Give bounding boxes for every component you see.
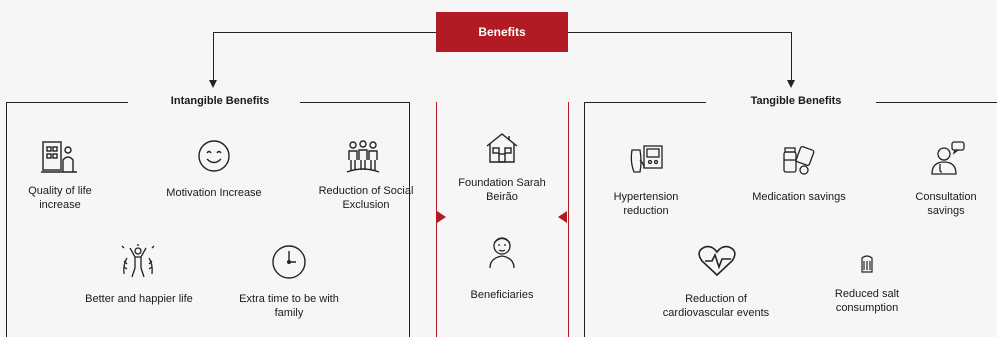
center-arrow-left-icon: [437, 211, 446, 223]
hypertension-label: Hypertension reduction: [613, 191, 679, 217]
medication-icon: [780, 142, 816, 178]
intangible-box-right: [409, 102, 410, 337]
consultation-label: Consultation savings: [915, 191, 977, 217]
blood-pressure-monitor-icon: [628, 142, 664, 178]
tangible-box-left: [584, 102, 585, 337]
salt-shaker-icon: [859, 254, 875, 274]
extra-time-label: Extra time to be with family: [239, 293, 339, 319]
connector-left: [213, 32, 436, 33]
center-line-right: [568, 102, 569, 337]
salt-label: Reduced salt consumption: [834, 288, 900, 314]
quality-of-life-label: Quality of life increase: [28, 185, 92, 211]
quality-of-life-icon: [41, 138, 77, 174]
arrow-left-icon: [209, 80, 217, 88]
intangible-title: Intangible Benefits: [150, 95, 290, 107]
tangible-box-top-right: [876, 102, 997, 103]
foundation-label: Foundation Sarah Beirão: [458, 177, 546, 203]
happier-life-label: Better and happier life: [85, 293, 193, 305]
medication-label: Medication savings: [752, 191, 846, 203]
tangible-box-top-left: [584, 102, 706, 103]
intangible-box-left: [6, 102, 7, 337]
center-line-left: [436, 102, 437, 337]
motivation-label: Motivation Increase: [166, 187, 262, 199]
arrow-right-icon: [787, 80, 795, 88]
smiley-face-icon: [196, 138, 232, 174]
connector-left-down: [213, 32, 214, 82]
clock-icon: [271, 244, 307, 280]
benefits-banner: Benefits: [436, 12, 568, 52]
elderly-person-icon: [486, 234, 518, 270]
benefits-title: Benefits: [478, 25, 526, 39]
connector-right: [568, 32, 792, 33]
heart-pulse-icon: [697, 245, 737, 277]
intangible-box-top-right: [300, 102, 410, 103]
tangible-title: Tangible Benefits: [720, 95, 872, 107]
happy-person-icon: [120, 244, 156, 280]
doctor-consultation-icon: [930, 140, 966, 176]
house-icon: [484, 130, 520, 166]
intangible-box-top-left: [6, 102, 128, 103]
center-arrow-right-icon: [558, 211, 567, 223]
cardiovascular-label: Reduction of cardiovascular events: [662, 293, 770, 319]
social-exclusion-label: Reduction of Social Exclusion: [318, 185, 414, 211]
connector-right-down: [791, 32, 792, 82]
group-people-icon: [345, 138, 381, 174]
beneficiaries-label: Beneficiaries: [470, 289, 534, 301]
